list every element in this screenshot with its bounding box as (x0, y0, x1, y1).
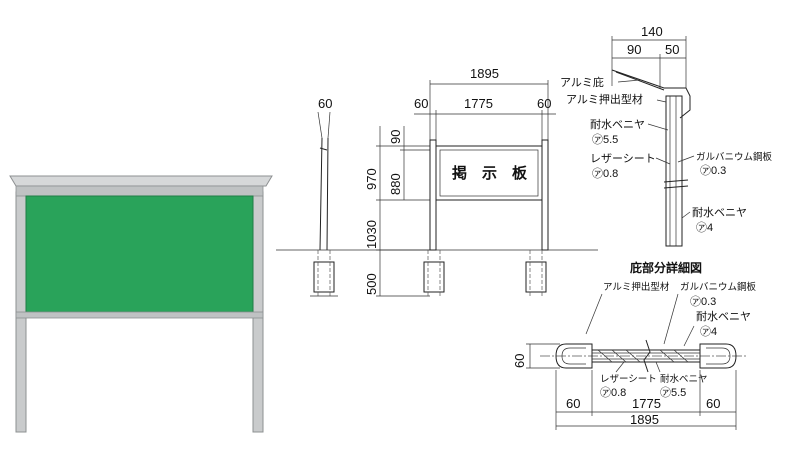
eave-label-galv-t: ㋐0.3 (700, 164, 726, 177)
plan-label-galv: ガルバニウム鋼板 (680, 281, 757, 293)
eave-label-extrusion: アルミ押出型材 (566, 92, 643, 106)
plan-label-plywood-t: ㋐4 (700, 325, 717, 338)
eave-label-plywood-top-t: ㋐5.5 (592, 133, 618, 146)
green-board (25, 195, 254, 313)
eave-label-galv: ガルバニウム鋼板 (696, 151, 773, 163)
eave-section: 140 90 50 アルミ庇 アルミ押出型材 耐水ベニヤ ㋐5.5 レザーシート… (560, 24, 773, 247)
sign-text: 掲 示 板 (452, 164, 528, 182)
eave-total-dim: 140 (641, 24, 663, 39)
eave-label-plywood-back-t: ㋐4 (696, 221, 713, 234)
side-embed-dim: 500 (364, 273, 379, 295)
plan-label-plywood-small-t: ㋐5.5 (660, 386, 686, 399)
board-eave (9, 175, 273, 187)
plan-overall-dim: 1895 (630, 412, 659, 427)
board-illustration (9, 175, 273, 433)
plan-label-plywood: 耐水ベニヤ (696, 310, 751, 323)
front-post-left-dim: 60 (414, 96, 428, 111)
board-bottom-frame (15, 311, 264, 319)
side-board-total-dim: 970 (364, 168, 379, 190)
plan-left-dim: 60 (566, 396, 580, 411)
side-post-dim: 1030 (364, 220, 379, 249)
eave-label-sheet-t: ㋐0.8 (592, 167, 618, 180)
front-view: 1895 60 1775 60 90 880 970 1030 500 掲 示 … (364, 66, 556, 297)
eave-label-eave: アルミ庇 (560, 75, 604, 89)
plan-depth-dim: 60 (512, 354, 527, 368)
side-top-panel-dim: 90 (388, 130, 403, 144)
plan-label-sheet-t: ㋐0.8 (600, 386, 626, 399)
plan-section: 庇部分詳細図 アルミ押出型材 ガルバニウム鋼板 ㋐0.3 耐水ベニヤ ㋐4 60… (512, 260, 757, 430)
board-top-frame (15, 185, 264, 197)
eave-label-sheet: レザーシート (590, 152, 656, 165)
plan-label-plywood-small: 耐水ベニヤ (660, 373, 708, 385)
front-post-right-dim: 60 (537, 96, 551, 111)
side-top-width: 60 (318, 96, 332, 111)
plan-right-dim: 60 (706, 396, 720, 411)
front-overall-dim: 1895 (470, 66, 499, 81)
eave-label-plywood-top: 耐水ベニヤ (590, 118, 645, 131)
plan-label-galv-t: ㋐0.3 (690, 295, 716, 308)
eave-part-a-dim: 90 (627, 42, 641, 57)
front-inner-dim: 1775 (464, 96, 493, 111)
eave-label-plywood-back: 耐水ベニヤ (692, 206, 747, 219)
side-view: 60 (276, 96, 598, 297)
plan-label-sheet: レザーシート (600, 374, 657, 385)
side-panel-dim: 880 (388, 173, 403, 195)
eave-part-b-dim: 50 (665, 42, 679, 57)
plan-label-extrusion: アルミ押出型材 (603, 281, 670, 293)
detail-title: 庇部分詳細図 (630, 260, 702, 275)
plan-inner-dim: 1775 (632, 396, 661, 411)
